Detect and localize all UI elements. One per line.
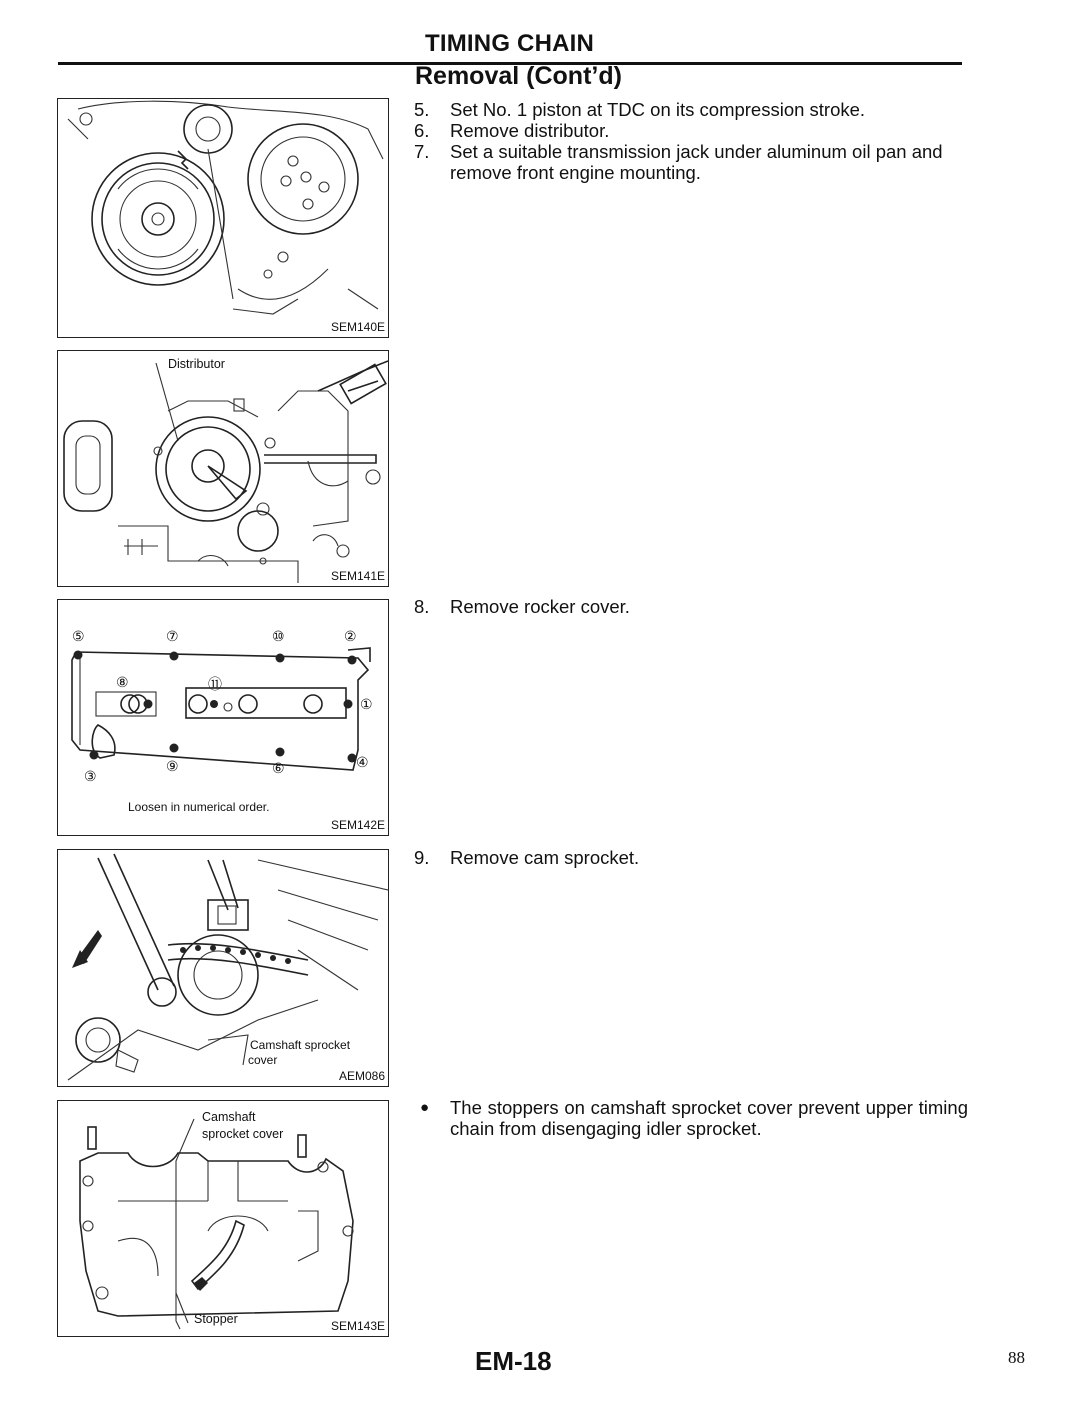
bullet-icon: ● bbox=[420, 1099, 430, 1116]
crank-pulley-illustration bbox=[67, 100, 384, 315]
bolt-number: ⑤ bbox=[72, 628, 85, 644]
figure-cam-sprocket: Camshaft sprocket cover AEM086 bbox=[57, 849, 389, 1087]
subtitle: Removal (Cont’d) bbox=[415, 62, 622, 90]
figure-code: SEM142E bbox=[330, 818, 385, 832]
figure-caption: Loosen in numerical order. bbox=[128, 800, 270, 814]
figure-sprocket-cover: Camshaft sprocket cover Stopper SEM143E bbox=[57, 1100, 389, 1337]
header-rule bbox=[58, 62, 962, 65]
bolt-number: ⑪ bbox=[208, 676, 222, 692]
bolt-number: ② bbox=[344, 628, 357, 644]
bolt-number: ⑥ bbox=[272, 760, 285, 776]
steps-group-1: 5. Set No. 1 piston at TDC on its compre… bbox=[414, 99, 980, 183]
bolt-number: ① bbox=[360, 696, 373, 712]
sprocket-cover-illustration bbox=[79, 1118, 354, 1330]
bolt-number: ⑦ bbox=[166, 628, 179, 644]
figure-crank-pulley: SEM140E bbox=[57, 98, 389, 338]
bolt-number: ③ bbox=[84, 768, 97, 784]
camshaft-label: Camshaft bbox=[202, 1110, 256, 1124]
section-title: TIMING CHAIN bbox=[425, 30, 595, 57]
cover-label: cover bbox=[248, 1053, 278, 1067]
step-8: 8. Remove rocker cover. bbox=[414, 596, 630, 617]
page-number: 88 bbox=[1008, 1348, 1025, 1367]
cam-sprocket-illustration bbox=[67, 853, 388, 1081]
figure-code: AEM086 bbox=[338, 1069, 385, 1083]
figure-rocker-cover: ⑤ ⑦ ⑩ ② ⑧ ⑪ ① ③ ⑨ ⑥ ④ Loosen in numerica… bbox=[57, 599, 389, 836]
figure-code: SEM140E bbox=[330, 320, 385, 334]
page-code: EM-18 bbox=[475, 1346, 552, 1376]
step-item: 6. Remove distributor. bbox=[414, 120, 610, 141]
distributor-illustration bbox=[63, 360, 388, 583]
step-item: 5. Set No. 1 piston at TDC on its compre… bbox=[414, 99, 866, 120]
bolt-number: ④ bbox=[356, 754, 369, 770]
step-item: 7. Set a suitable transmission jack unde… bbox=[414, 141, 943, 183]
distributor-label: Distributor bbox=[168, 357, 225, 371]
step-9: 9. Remove cam sprocket. bbox=[414, 847, 640, 868]
camshaft-sprocket-label: Camshaft sprocket bbox=[250, 1038, 351, 1052]
stopper-note: ● The stoppers on camshaft sprocket cove… bbox=[414, 1097, 968, 1139]
figure-code: SEM141E bbox=[330, 569, 385, 583]
bolt-number: ⑧ bbox=[116, 674, 129, 690]
bolt-number: ⑨ bbox=[166, 758, 179, 774]
bolt-number: ⑩ bbox=[272, 628, 285, 644]
sprocket-cover-label: sprocket cover bbox=[202, 1127, 284, 1141]
figure-distributor: Distributor SEM141E bbox=[57, 350, 389, 587]
rocker-cover-illustration bbox=[71, 647, 371, 771]
stopper-label: Stopper bbox=[194, 1312, 238, 1326]
figure-code: SEM143E bbox=[330, 1319, 385, 1333]
